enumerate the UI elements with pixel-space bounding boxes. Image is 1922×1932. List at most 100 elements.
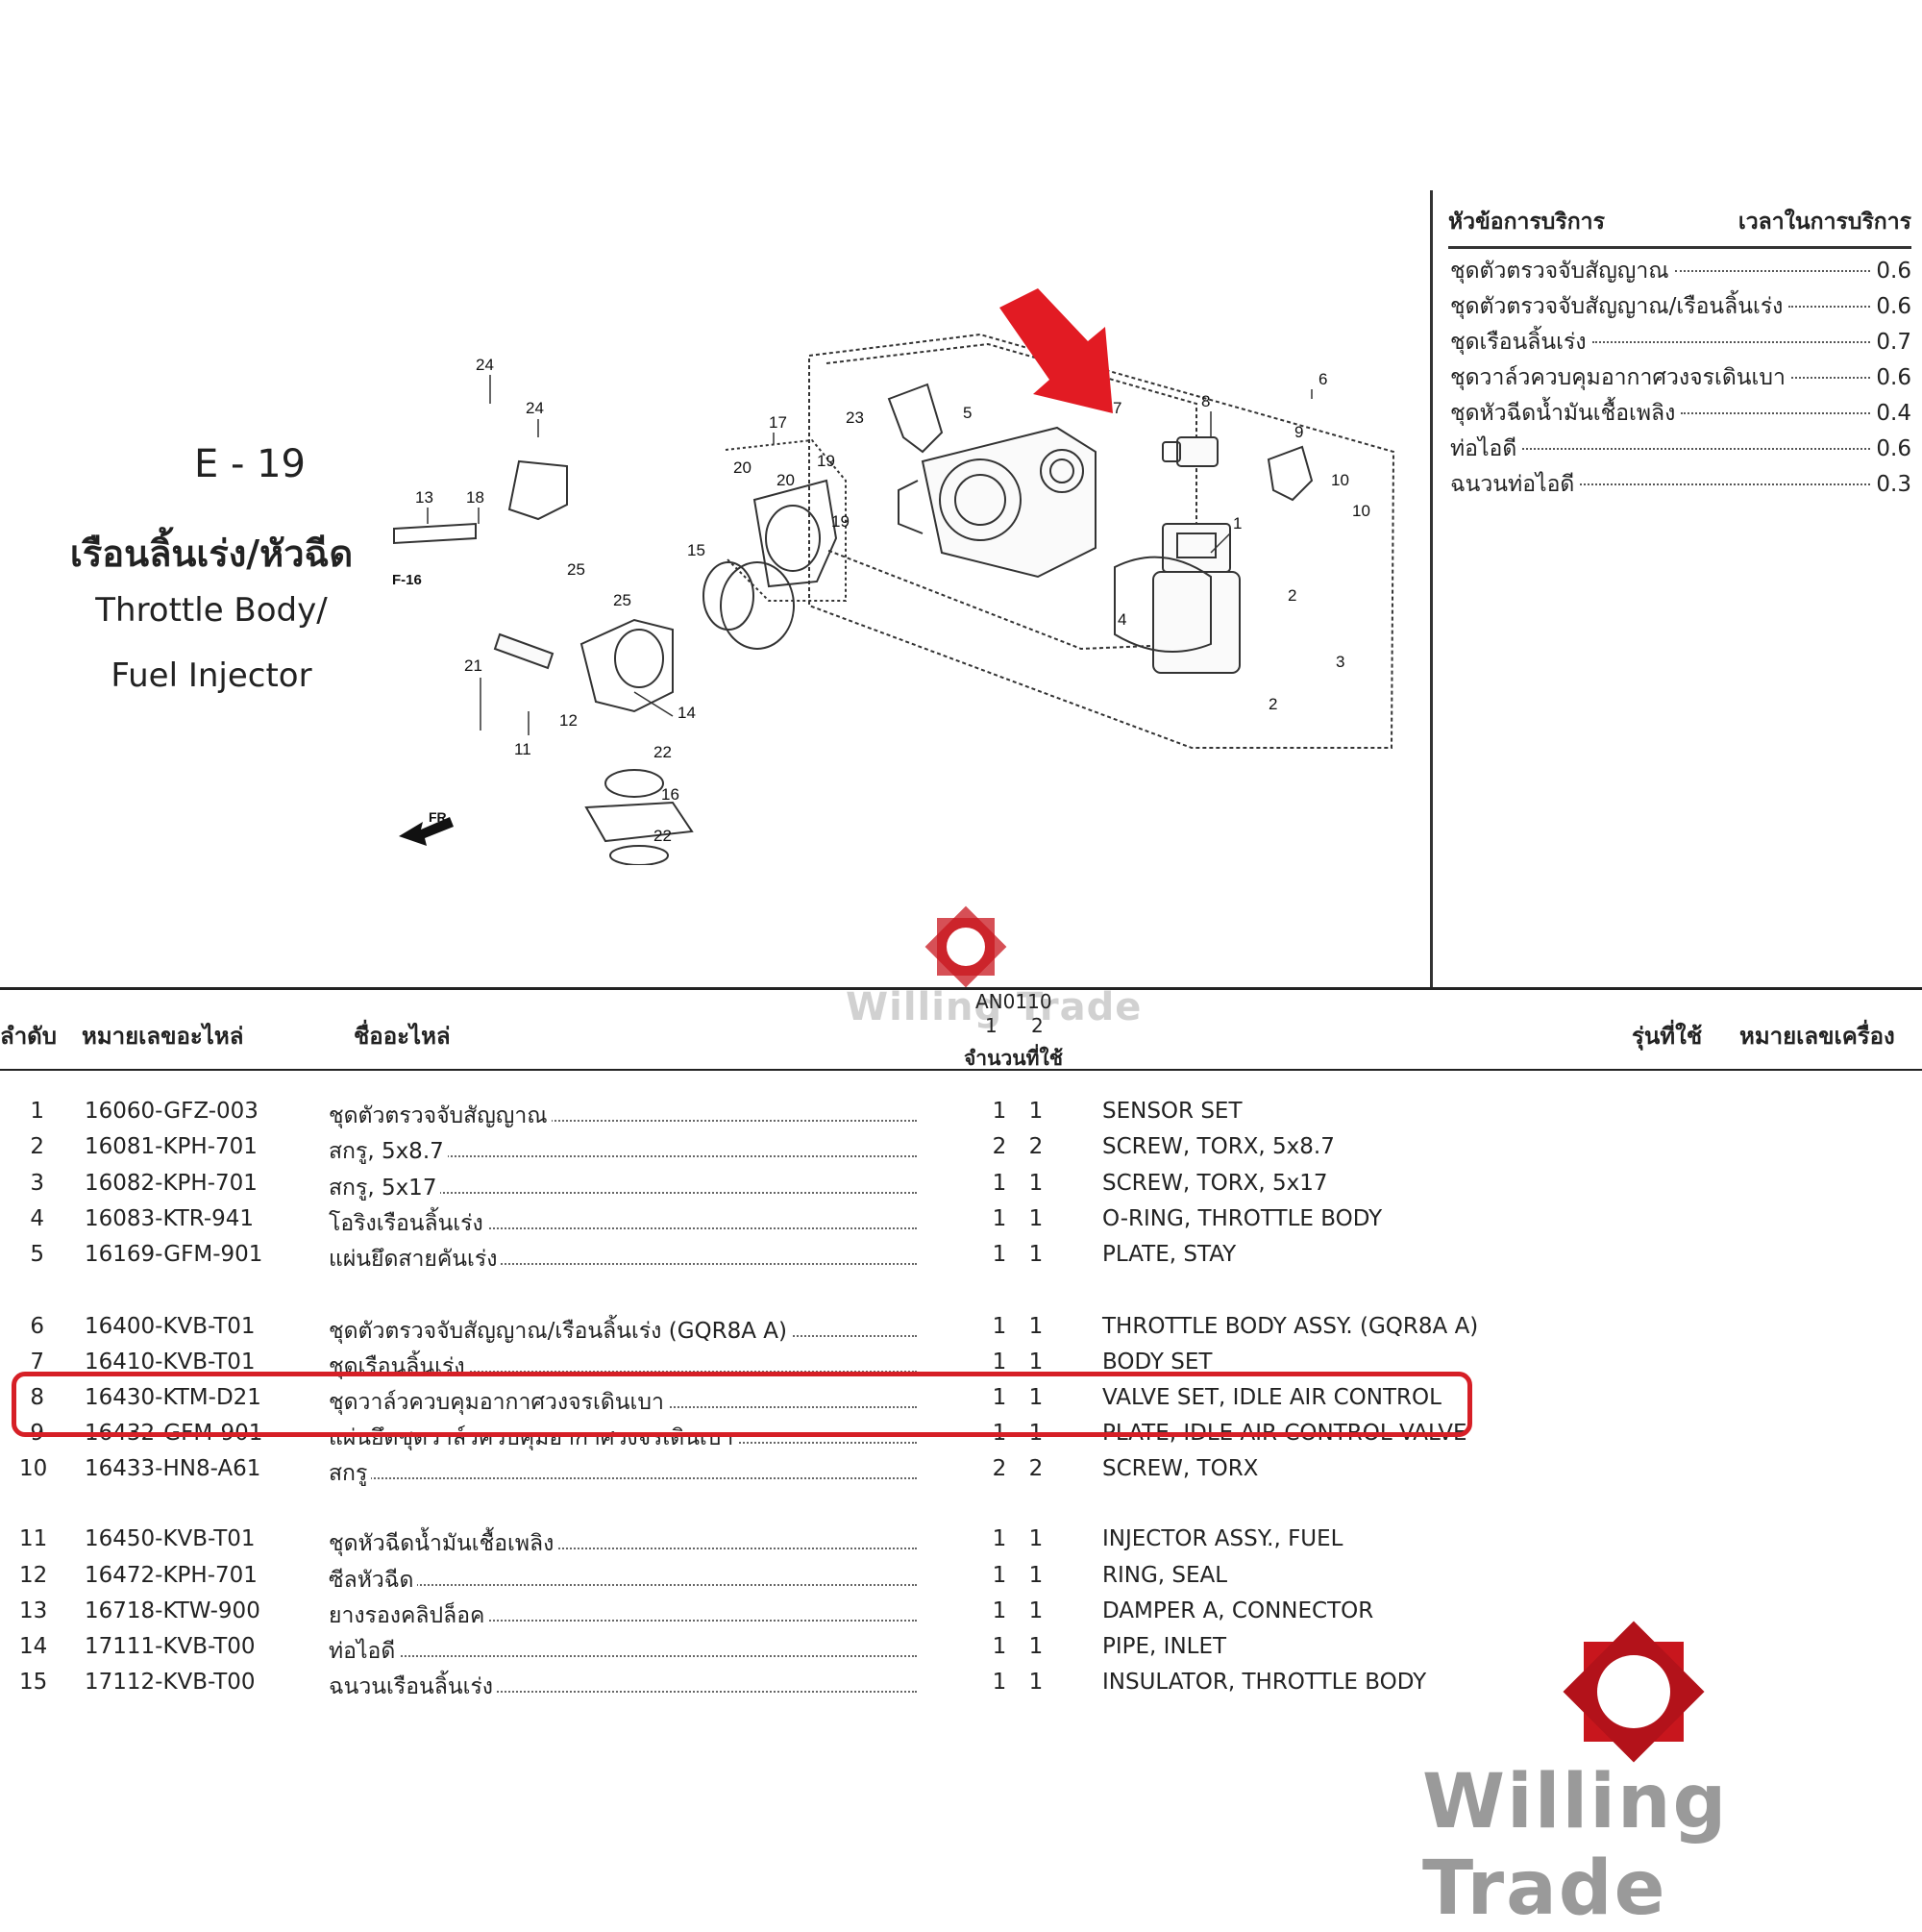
svg-text:19: 19 (817, 452, 835, 470)
header-part-name: ชื่ออะไหล่ (354, 1023, 451, 1050)
gasket-lower-shape (609, 845, 669, 865)
throttle-body-shape (898, 426, 1097, 579)
svg-text:14: 14 (678, 704, 696, 722)
red-pointer-arrow (999, 288, 1113, 413)
svg-text:1: 1 (1233, 514, 1242, 533)
table-header-rule (0, 1069, 1922, 1071)
svg-text:3: 3 (1336, 653, 1344, 671)
svg-text:4: 4 (1118, 610, 1126, 629)
o-ring-shape (1114, 556, 1212, 653)
header-model-code: AN0110 (975, 990, 1052, 1013)
idle-air-control-valve-shape (1162, 436, 1219, 467)
service-time-header-label: เวลาในการบริการ (1737, 210, 1911, 235)
svg-text:17: 17 (769, 413, 787, 432)
svg-text:8: 8 (1201, 392, 1210, 410)
sensor-set-shape (1152, 523, 1241, 674)
svg-text:20: 20 (733, 458, 752, 477)
clamp-shape (752, 479, 838, 588)
section-title-english-line2: Fuel Injector (111, 656, 312, 695)
svg-text:21: 21 (464, 656, 482, 675)
service-time-panel: หัวข้อการบริการ เวลาในการบริการ ชุดตัวตร… (1430, 190, 1922, 988)
header-qty-label: จำนวนที่ใช้ (964, 1047, 1063, 1070)
svg-text:2: 2 (1288, 586, 1296, 605)
assembly-outline-17 (725, 438, 847, 602)
svg-text:24: 24 (526, 399, 544, 417)
svg-text:2: 2 (1269, 695, 1277, 713)
front-direction-arrow (399, 817, 454, 846)
svg-text:25: 25 (567, 560, 585, 579)
bracket-shape (507, 459, 568, 521)
header-engine-no: หมายเลขเครื่อง (1739, 1023, 1895, 1050)
inlet-pipe-shape (579, 618, 674, 713)
svg-text:18: 18 (466, 488, 484, 507)
mount-plate-shape (584, 801, 694, 843)
watermark-logo-small (924, 905, 1007, 988)
svg-text:19: 19 (831, 512, 850, 531)
svg-text:5: 5 (963, 404, 972, 422)
section-code: E - 19 (193, 442, 307, 486)
service-row: ฉนวนท่อไอดี0.3 (1450, 472, 1911, 497)
header-model: รุ่นที่ใช้ (1632, 1023, 1703, 1050)
svg-text:10: 10 (1352, 502, 1370, 520)
watermark-logo-large (1563, 1621, 1705, 1763)
svg-text:16: 16 (661, 785, 679, 804)
leader-lines (427, 375, 1313, 735)
svg-text:6: 6 (1318, 370, 1327, 388)
svg-text:11: 11 (514, 740, 531, 758)
svg-text:15: 15 (687, 541, 705, 559)
service-time-header: หัวข้อการบริการ เวลาในการบริการ (1448, 198, 1911, 249)
header-no: ลำดับ (0, 1023, 58, 1050)
service-topic-header: หัวข้อการบริการ (1448, 210, 1605, 235)
svg-text:7: 7 (1113, 399, 1121, 417)
watermark-text-large: Willing Trade (1422, 1759, 1729, 1932)
svg-text:9: 9 (1294, 423, 1303, 441)
svg-text:10: 10 (1331, 471, 1349, 489)
svg-text:F-16: F-16 (392, 572, 422, 588)
gasket-shape (604, 769, 664, 798)
header-part-no: หมายเลขอะไหล่ (82, 1023, 244, 1050)
svg-text:25: 25 (613, 591, 631, 609)
section-title-thai: เรือนลิ้นเร่ง/หัวฉีด (69, 533, 354, 575)
stay-plate-shape (887, 383, 944, 454)
header-qty-col1: 1 (985, 1014, 998, 1037)
assembly-outline-6 (808, 333, 1395, 749)
service-row: ท่อไอดี0.6 (1450, 436, 1911, 461)
svg-text:FR.: FR. (429, 809, 451, 825)
svg-text:22: 22 (653, 743, 672, 761)
svg-text:13: 13 (415, 488, 433, 507)
connector-shape (393, 522, 477, 545)
injector-shape (493, 632, 554, 670)
plate-shape (1267, 445, 1314, 502)
section-title-english-line1: Throttle Body/ (95, 591, 328, 630)
svg-text:23: 23 (846, 409, 864, 427)
highlight-box-row-8 (12, 1372, 1472, 1437)
svg-text:24: 24 (476, 356, 494, 374)
insulator-shape (702, 561, 795, 650)
header-qty-col2: 2 (1031, 1014, 1044, 1037)
svg-text:12: 12 (559, 711, 578, 730)
watermark-text-small: Willing Trade (846, 985, 1143, 1029)
svg-text:22: 22 (653, 827, 672, 845)
table-top-rule (0, 987, 1922, 990)
